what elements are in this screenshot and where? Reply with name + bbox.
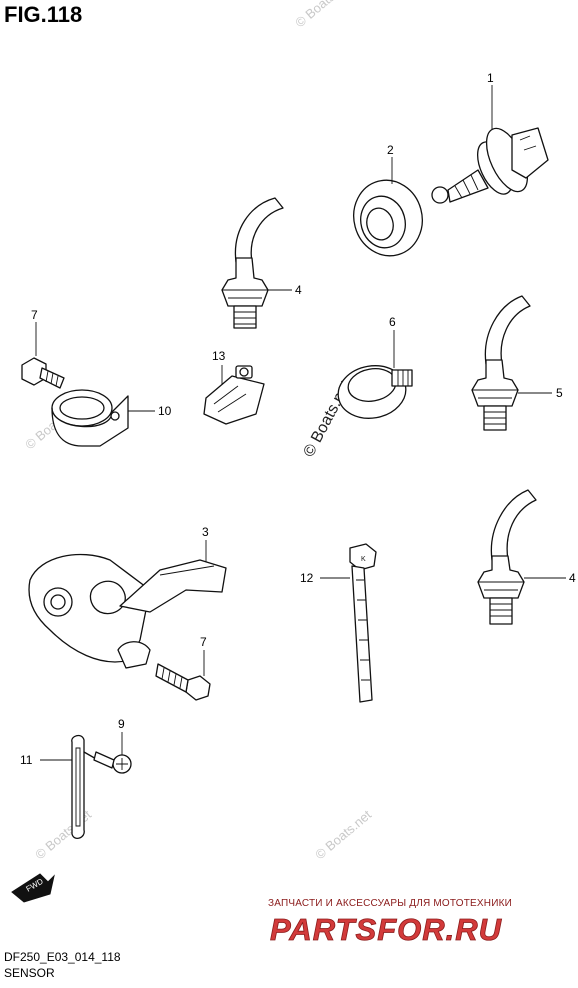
part-10-clamp (51, 389, 129, 447)
shop-logo-text: PARTSFOR.RU (270, 912, 503, 946)
callout-4-right: 4 (569, 571, 576, 585)
part-6-knock-sensor (337, 365, 413, 419)
callout-5: 5 (556, 386, 563, 400)
callout-7: 7 (200, 635, 207, 649)
callout-12: 12 (300, 571, 314, 585)
part-4-temp-sensor-right (477, 489, 537, 625)
part-13-harness-clip (203, 365, 265, 425)
callout-3: 3 (202, 525, 209, 539)
shop-logo: PARTSFOR.RU (270, 912, 503, 946)
callout-4: 4 (295, 283, 302, 297)
callout-11: 11 (20, 753, 33, 767)
part-3-bracket (28, 553, 227, 669)
figure-section: SENSOR (4, 966, 55, 980)
callout-2: 2 (387, 143, 394, 157)
watermark: © Boats.net (312, 807, 374, 863)
part-7-screw (155, 663, 211, 701)
watermark: © Boats.net (292, 0, 354, 30)
watermark: © Boats.net (32, 807, 94, 863)
svg-text:K: K (361, 556, 366, 563)
figure-title: FIG.118 (4, 2, 83, 27)
callout-13: 13 (212, 349, 226, 363)
callout-6: 6 (389, 315, 396, 329)
part-5-pressure-sensor (471, 295, 531, 431)
part-1-sensor-connector (431, 127, 549, 204)
callout-1: 1 (487, 71, 494, 85)
part-12-cable-tie: K (349, 543, 377, 703)
callout-10: 10 (158, 404, 172, 418)
figure-code: DF250_E03_014_118 (4, 950, 121, 964)
part-11-strap (71, 734, 99, 840)
fwd-direction-tag: FWD (11, 873, 55, 903)
shop-tagline: ЗАПЧАСТИ И АКСЕССУАРЫ ДЛЯ МОТОТЕХНИКИ (268, 898, 513, 909)
callout-9: 9 (118, 717, 125, 731)
part-4-temp-sensor (221, 197, 284, 329)
part-2-grommet (353, 179, 423, 257)
callout-8: 7 (31, 308, 38, 322)
part-8-bolt (21, 357, 65, 389)
part-9-screw (93, 751, 132, 774)
